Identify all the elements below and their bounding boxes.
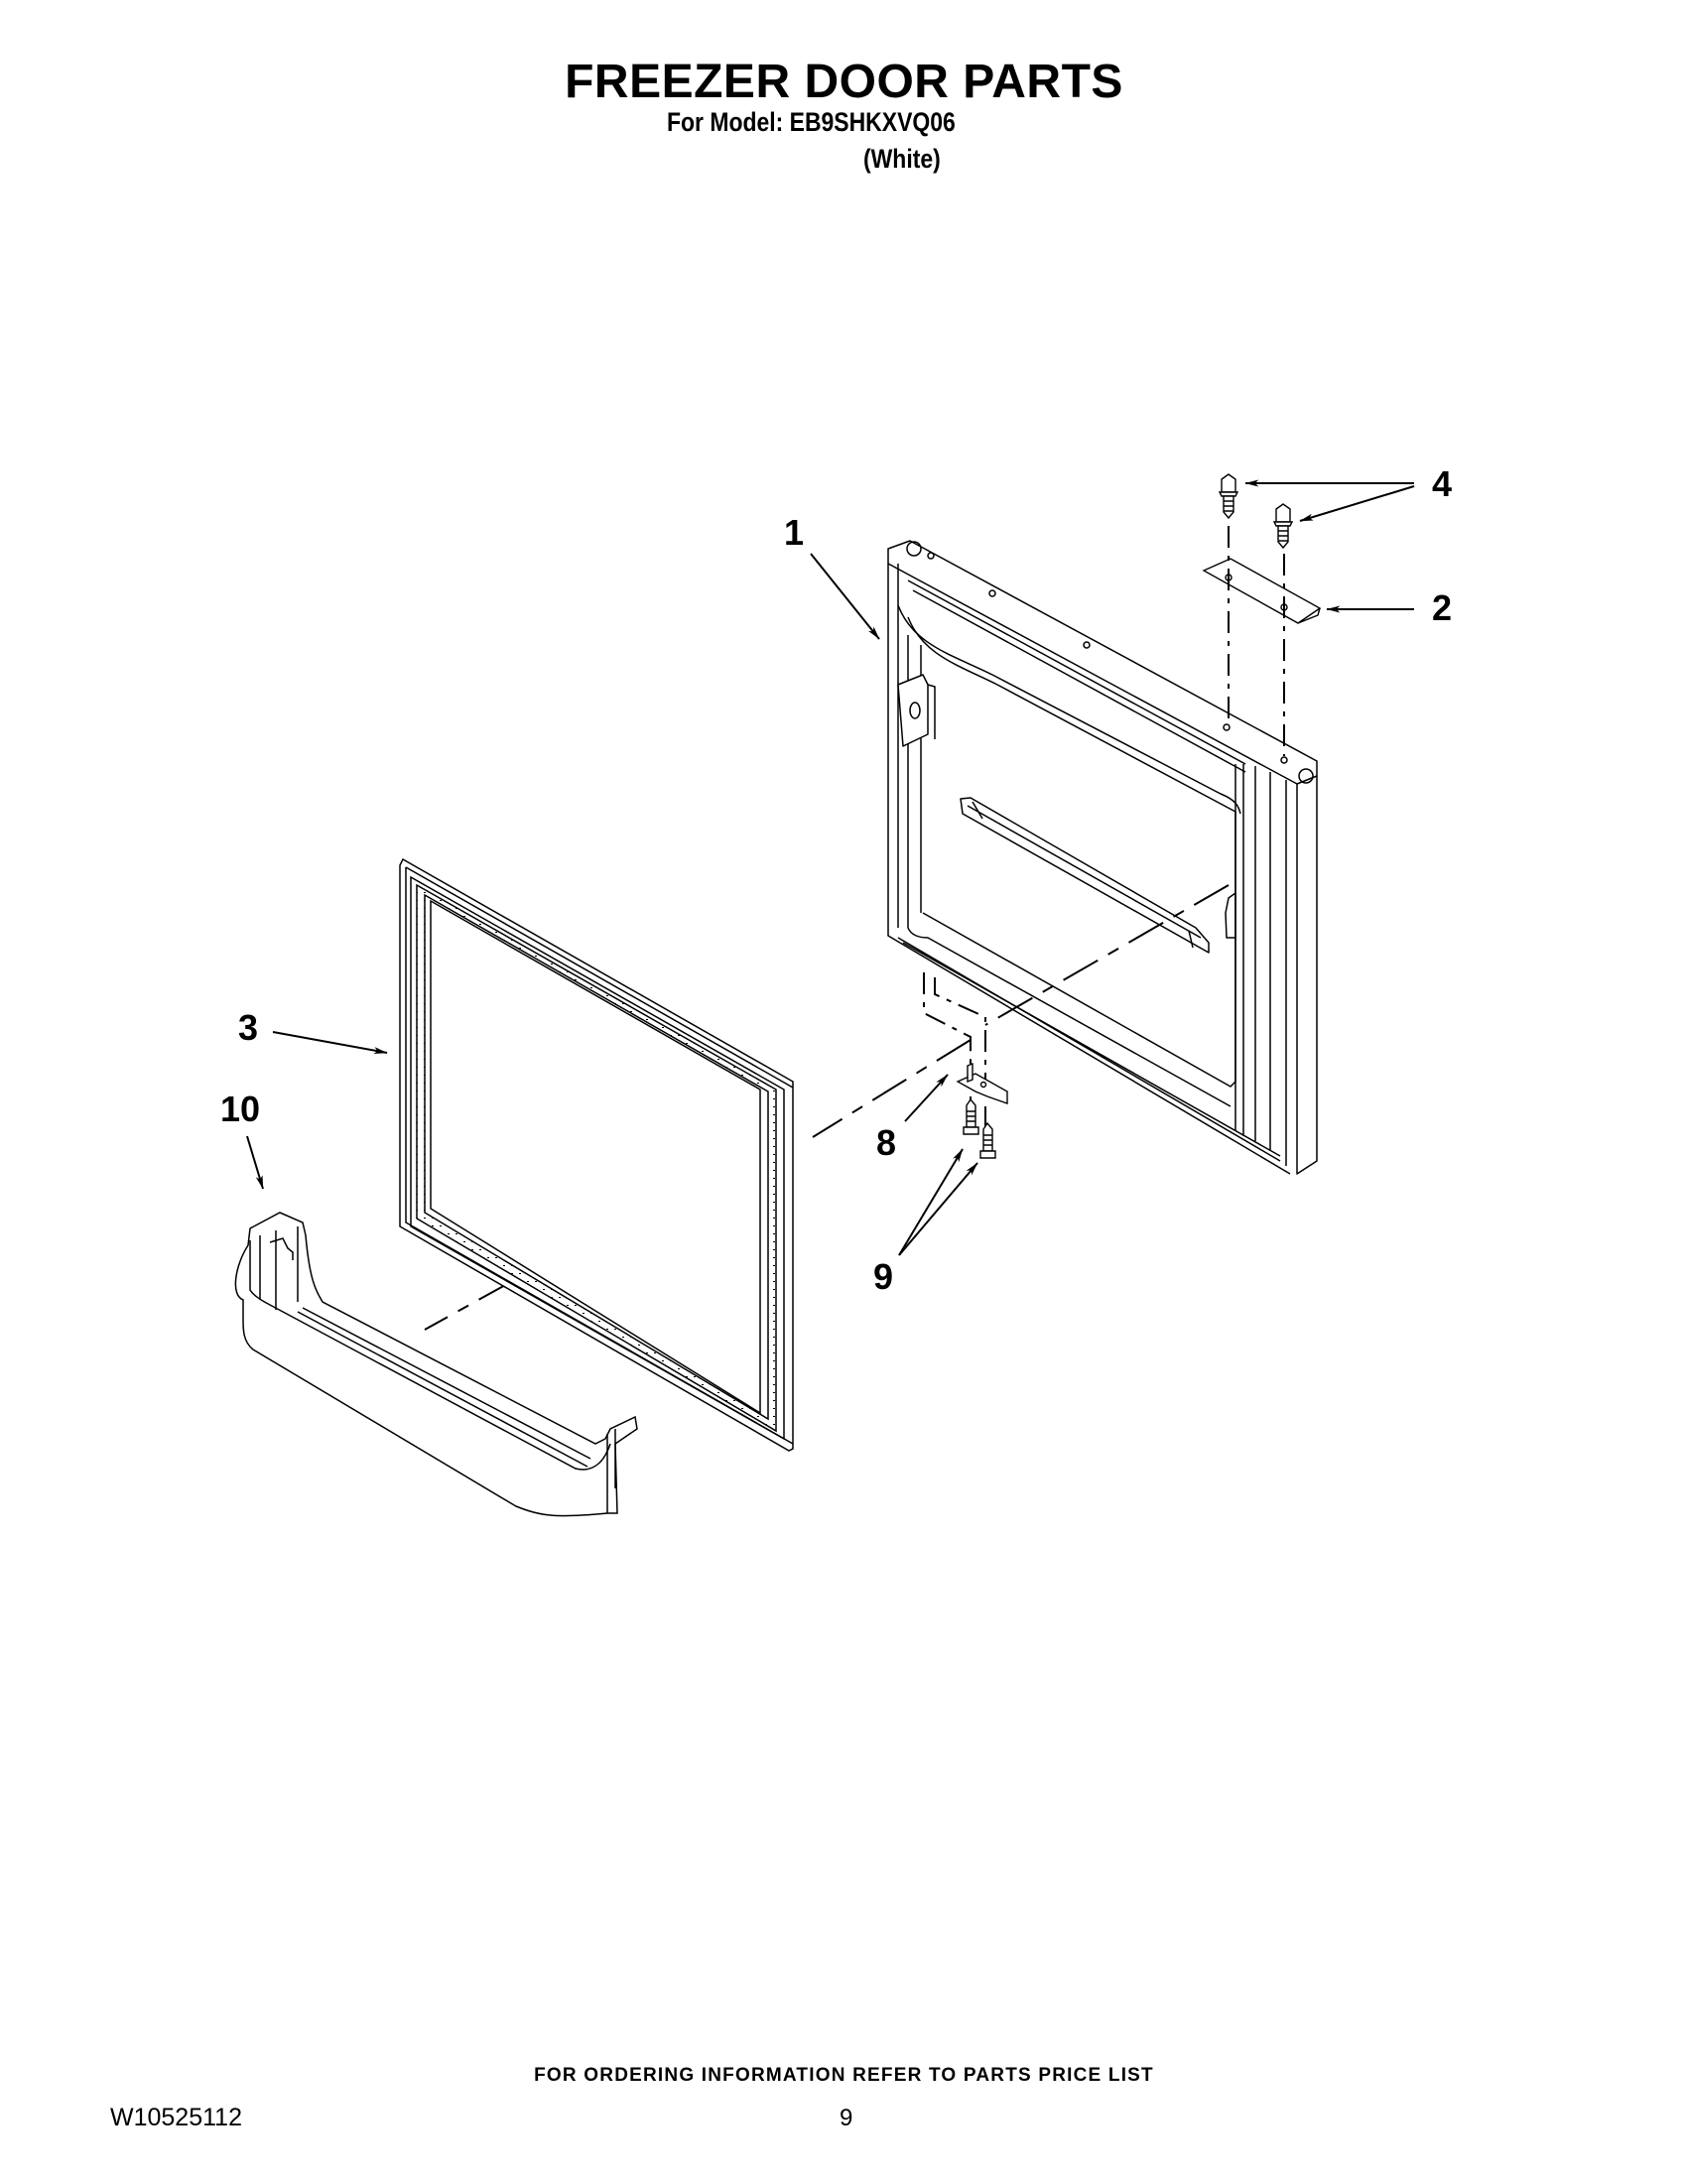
top-screws bbox=[1218, 473, 1294, 550]
door-bin bbox=[234, 1212, 638, 1517]
lower-bracket bbox=[956, 1062, 1008, 1104]
callout-8: 8 bbox=[875, 1122, 897, 1163]
callout-4: 4 bbox=[1431, 463, 1453, 504]
ordering-note: FOR ORDERING INFORMATION REFER TO PARTS … bbox=[534, 2065, 1154, 2086]
callout-arrows bbox=[246, 479, 1415, 1256]
arrow-1 bbox=[810, 553, 880, 640]
arrow-10 bbox=[246, 1135, 264, 1190]
callout-10: 10 bbox=[219, 1089, 261, 1129]
color-variant: (White) bbox=[863, 144, 941, 174]
page-number: 9 bbox=[840, 2105, 853, 2131]
door-gasket bbox=[399, 857, 794, 1452]
arrow-9b bbox=[898, 1162, 978, 1256]
model-number: For Model: EB9SHKXVQ06 bbox=[667, 107, 956, 137]
freezer-door bbox=[887, 540, 1318, 1175]
hinge-bracket bbox=[1202, 558, 1322, 624]
callout-2: 2 bbox=[1431, 587, 1453, 628]
bottom-screws bbox=[963, 1097, 996, 1159]
callout-9: 9 bbox=[872, 1256, 894, 1297]
screw-icon bbox=[963, 1097, 979, 1135]
document-number: W10525112 bbox=[110, 2104, 242, 2131]
arrow-9a bbox=[898, 1148, 964, 1256]
arrow-3 bbox=[272, 1031, 388, 1055]
assembly-lines bbox=[923, 526, 1285, 1131]
callout-1: 1 bbox=[783, 512, 805, 553]
screw-icon bbox=[979, 1121, 996, 1159]
screw-icon bbox=[1272, 503, 1294, 550]
screw-icon bbox=[1218, 473, 1239, 520]
arrow-8 bbox=[904, 1074, 949, 1122]
page-title: FREEZER DOOR PARTS bbox=[565, 56, 1123, 108]
arrow-4b bbox=[1299, 485, 1415, 522]
callout-3: 3 bbox=[237, 1007, 259, 1048]
